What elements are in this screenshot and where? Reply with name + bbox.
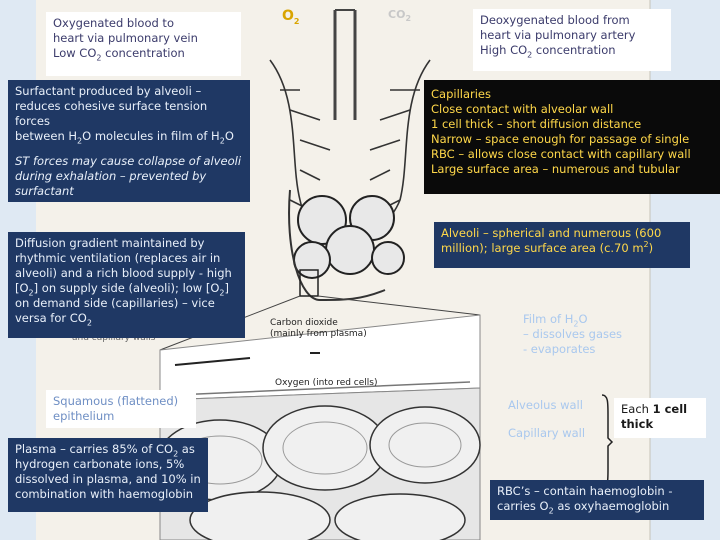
- capillaries-box: Capillaries Close contact with alveolar …: [424, 80, 720, 194]
- plasma-box: Plasma – carries 85% of CO2 as hydrogen …: [8, 438, 208, 512]
- oxygen-figure-label: Oxygen (into red cells): [275, 378, 378, 388]
- co2-figure-label: Carbon dioxide(mainly from plasma): [270, 318, 367, 339]
- squamous-epithelium-label: Squamous (flattened) epithelium: [46, 390, 196, 428]
- alveoli-box: Alveoli – spherical and numerous (600 mi…: [434, 222, 690, 268]
- partial-figure-label: and capillary walls: [72, 333, 156, 343]
- deoxygenated-blood-box: Deoxygenated blood from heart via pulmon…: [473, 9, 671, 71]
- o2-label: O2: [282, 8, 300, 26]
- capillary-wall-label: Capillary wall: [508, 426, 586, 440]
- surfactant-box: Surfactant produced by alveoli – reduces…: [8, 80, 250, 202]
- rbc-box: RBC’s – contain haemoglobin - carries O2…: [490, 480, 704, 520]
- oxygenated-blood-box: Oxygenated blood to heart via pulmonary …: [46, 12, 241, 76]
- one-cell-thick-box: Each 1 cell thick: [614, 398, 706, 438]
- alveolus-wall-label: Alveolus wall: [508, 398, 583, 412]
- diffusion-gradient-box: Diffusion gradient maintained by rhythmi…: [8, 232, 245, 338]
- co2-label: CO2: [388, 8, 412, 24]
- film-of-water-label: Film of H2O – dissolves gases - evaporat…: [523, 312, 623, 356]
